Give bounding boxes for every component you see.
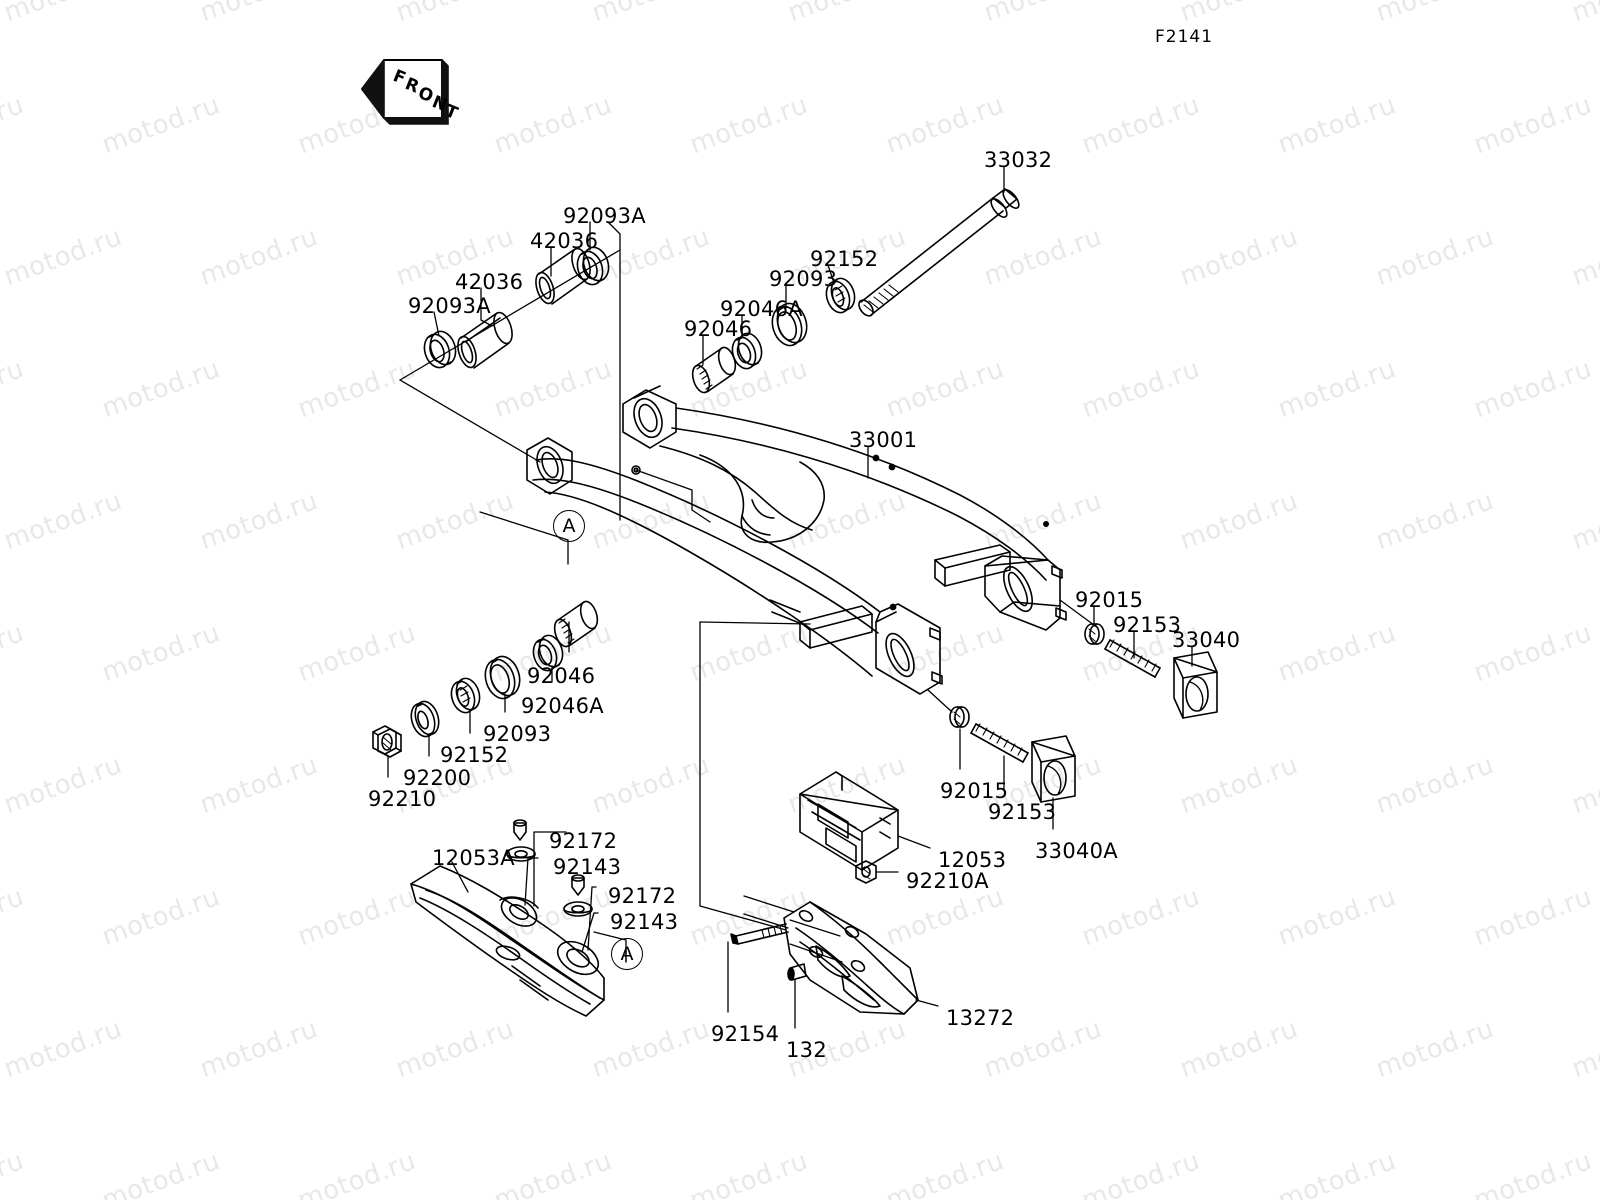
part-label-bearing-lower: 92046A [521,694,604,718]
part-label-collar-slider-upper: 92143 [553,855,622,879]
part-42036-inner [535,247,591,305]
part-12053A-chain-slider [410,865,605,1017]
part-label-chain-adjuster-upper: 33040 [1172,628,1241,652]
part-132-bolt [787,963,807,981]
part-label-chain-guide: 12053 [938,848,1007,872]
part-33040A-adjuster-lower [1031,735,1076,803]
part-label-seal-left-outer: 92093A [408,294,491,318]
leader-lines [387,165,1193,1029]
part-label-sleeve-left-inner: 42036 [530,229,599,253]
part-92172-lower-bolt [571,874,585,896]
part-label-collar-slider-lower: 92143 [610,910,679,934]
front-arrow-icon: F R O N T [361,59,461,125]
part-13272-chain-guard [783,901,919,1015]
part-label-collar-lower: 92152 [440,743,509,767]
part-label-bearing-needle-upper: 92046 [684,317,753,341]
part-92046A-lower [532,634,564,672]
part-label-seal-left-inner: 92093A [563,204,646,228]
part-33040-adjuster-upper [1173,651,1218,719]
part-92153-lower-bolt [970,723,1029,763]
part-33032-pivot-shaft [858,188,1020,317]
part-label-bolt-slider-lower: 92172 [608,884,677,908]
part-label-washer-lower: 92200 [403,766,472,790]
part-label-bolt-adjuster-lower: 92153 [988,800,1057,824]
part-label-seal-upper: 92093 [769,267,838,291]
part-label-nut-guard: 92210A [906,869,989,893]
callout-a-upper: A [553,510,585,542]
part-label-chain-adjuster-lower: 33040A [1035,839,1118,863]
part-92093A-inner [576,246,610,286]
part-92172-upper-bolt [513,819,527,841]
part-label-swingarm-pivot-shaft: 33032 [984,148,1053,172]
part-92093-lower [484,655,521,700]
part-label-nut-adjuster-upper: 92015 [1075,588,1144,612]
part-92152-lower [450,677,481,714]
part-92210A-nut [855,860,877,884]
part-92015-upper-nut [1084,623,1105,645]
svg-text:O: O [415,83,436,107]
part-label-nut-adjuster-lower: 92015 [940,779,1009,803]
part-92046-upper [691,346,737,394]
part-label-chain-guard-plate: 13272 [946,1006,1015,1030]
part-label-bolt-guard-short: 132 [786,1038,827,1062]
part-label-bearing-needle-lower: 92046 [527,664,596,688]
figure-id: F2141 [1155,27,1214,47]
part-label-bolt-guard-long: 92154 [711,1022,780,1046]
part-92046A-upper [731,332,763,370]
part-label-bolt-adjuster-upper: 92153 [1113,613,1182,637]
part-92143-lower-collar [563,901,593,917]
part-label-chain-slider: 12053A [432,846,515,870]
part-92210-nut [372,725,402,758]
part-92153-upper-bolt [1104,639,1161,678]
callout-a-lower: A [611,938,643,970]
part-label-nut-pivot: 92210 [368,787,437,811]
part-92154-bolt [730,923,789,945]
part-label-seal-lower: 92093 [483,722,552,746]
svg-text:N: N [429,92,450,116]
part-label-collar-upper: 92152 [810,247,879,271]
part-33001-swingarm [526,385,1067,695]
part-label-sleeve-left-outer: 42036 [455,270,524,294]
part-label-bolt-slider-upper: 92172 [549,829,618,853]
part-92046-lower [553,600,599,648]
part-label-swingarm-main: 33001 [849,428,918,452]
part-92015-lower-nut [949,706,970,728]
part-label-bearing-upper: 92046A [720,297,803,321]
